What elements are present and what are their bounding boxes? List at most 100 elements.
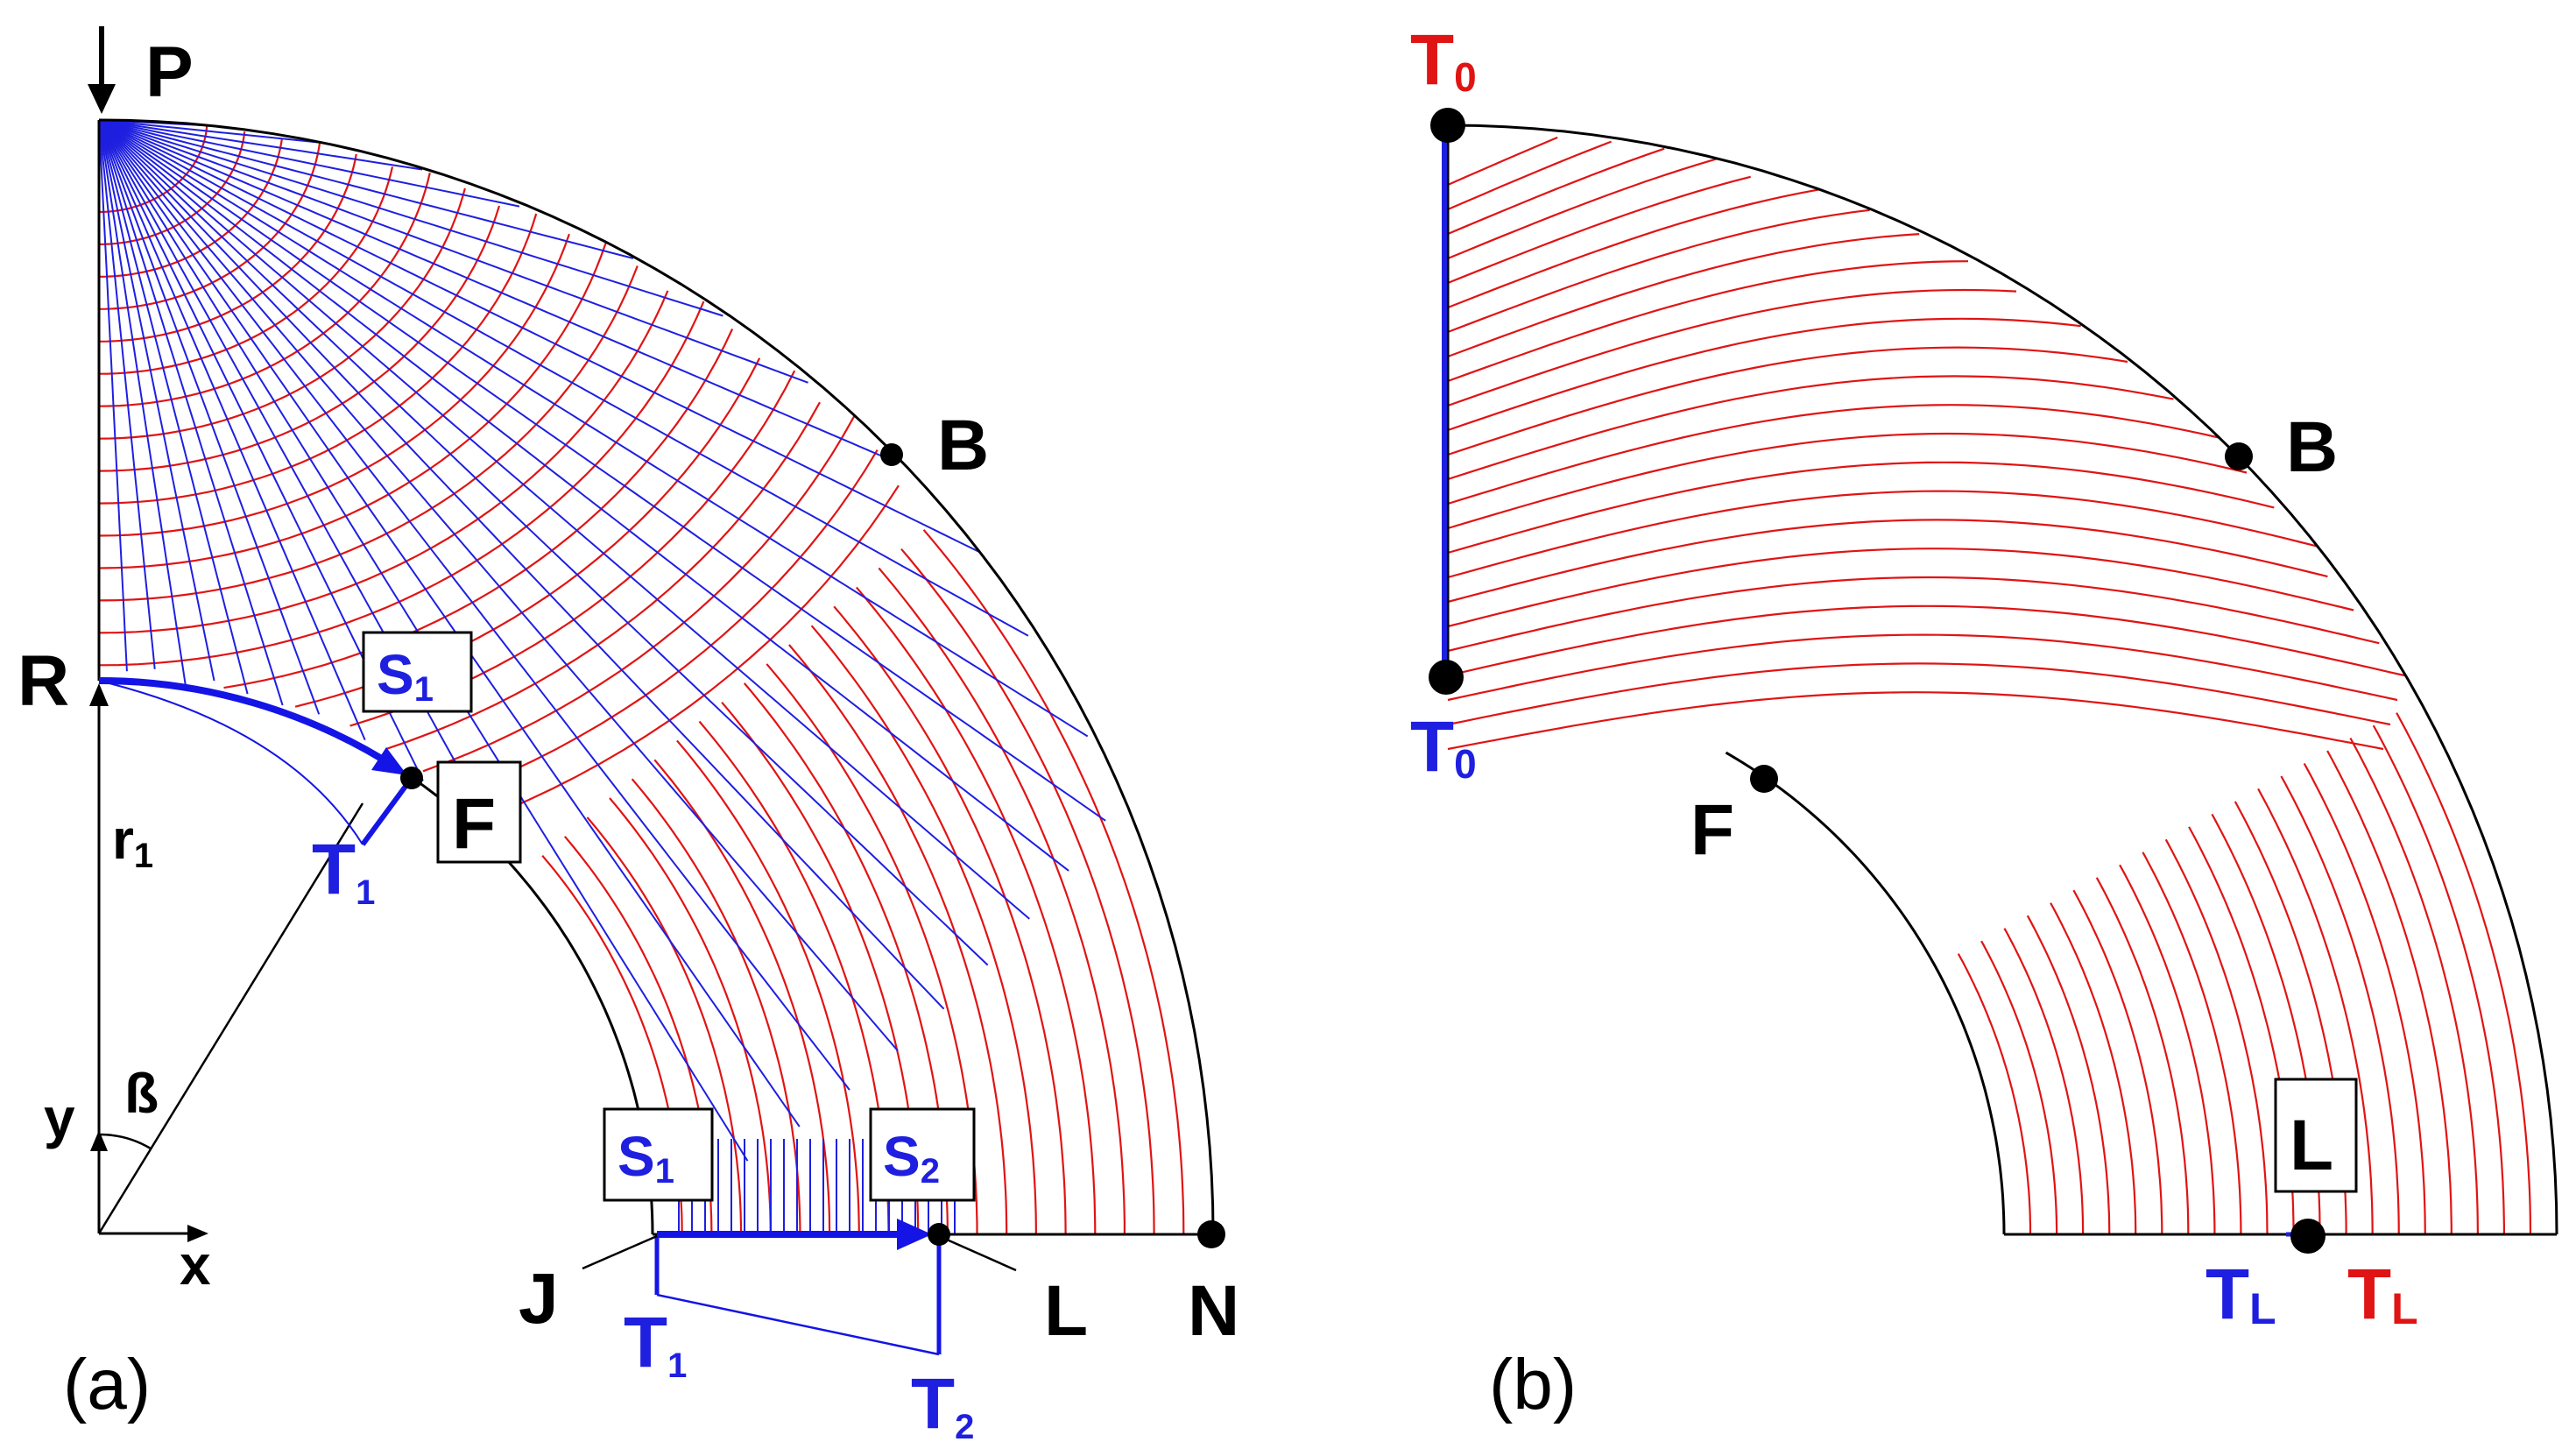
red-curve [1447,548,2354,628]
label-n: N [1188,1271,1239,1351]
load-arrow-head [88,84,116,114]
red-curve [1447,432,2248,530]
blue-curve [98,119,634,259]
blue-curve [98,119,284,706]
red-curve [98,172,431,407]
f-box [436,760,522,864]
red-ring [2119,864,2216,1234]
red-curve [98,131,246,245]
red-curve [98,242,607,569]
red-curve [385,401,821,751]
panel-a-blue-curves [98,119,1106,1234]
red-curve [223,329,734,689]
blue-curve [98,119,850,1091]
red-ring [2349,737,2479,1235]
red-curve [1447,209,1870,334]
red-ring [2326,750,2452,1234]
red-ring [810,625,1037,1235]
red-curve [98,138,283,278]
outer-arc [98,118,1215,1235]
point-n-dot [1197,1220,1225,1248]
panel-b-red-curves [1447,136,2532,1235]
blue-curve [98,119,888,460]
blue-curve [98,119,808,384]
red-curve [422,415,856,773]
red-curve [98,125,208,214]
x-axis-arrowhead [187,1225,208,1242]
red-ring [2003,928,2085,1234]
label-r: R [18,641,69,721]
red-ring [1980,940,2058,1234]
label-tl-blue: TL [2205,1255,2276,1334]
red-curve [1447,288,2017,407]
blue-curve [98,119,1106,822]
blue-curve [98,119,249,695]
blue-curve [98,119,507,853]
red-ring [2095,877,2190,1234]
label-p: P [145,32,194,112]
path-s1-arc [98,677,401,773]
path-t1-t2-link [656,1293,940,1356]
red-curve [1447,158,1718,260]
red-curve [462,449,879,793]
red-curve [98,300,705,667]
point-f-dot-b [1750,765,1778,793]
label-t1-left: T1 [312,830,375,912]
red-ring [609,797,772,1234]
red-ring [2257,788,2374,1235]
red-curve [1447,188,1820,309]
label-s1-top: S1 [377,643,434,709]
red-curve [1447,633,2398,702]
red-curve [1447,691,2384,751]
label-f: F [452,784,496,864]
blue-curve [98,119,723,317]
red-curve [1447,175,1751,285]
red-ring [586,816,743,1235]
panel-a [88,26,1225,1356]
red-ring [2072,889,2163,1234]
l-box [2274,1078,2358,1193]
red-ring [676,739,860,1235]
label-l-b: L [2290,1106,2333,1185]
red-curve [477,484,900,823]
red-curve [1447,140,1613,211]
blue-curve [98,119,989,966]
radius-line [97,802,364,1234]
red-ring [2050,902,2137,1234]
blue-curve [98,119,520,208]
red-curve [1447,404,2220,505]
path-t1-segment [360,776,414,846]
path-t1-curve [98,680,363,845]
label-x: x [180,1233,211,1297]
red-curve [1447,317,2081,432]
red-curve [1447,260,1969,383]
red-curve [1447,461,2275,555]
red-curve [98,143,321,310]
beta-angle-arc [98,1133,152,1150]
blue-curve [98,119,128,672]
label-j: J [519,1259,559,1339]
red-ring [2396,712,2532,1235]
blue-curve [98,119,1029,637]
point-l-dot [928,1223,950,1246]
blue-curve [98,119,321,715]
blue-curve [98,119,980,554]
panel-a-tag: (a) [63,1345,151,1424]
blue-curve [98,119,1030,920]
red-ring [2164,838,2269,1235]
panel-b-tag: (b) [1489,1345,1577,1424]
blue-curve [98,119,899,1051]
red-curve [1447,147,1665,236]
red-ring [878,567,1126,1234]
label-t2: T2 [911,1364,974,1446]
blue-curve [98,119,215,682]
blue-curve [98,119,945,1010]
red-curve [1447,346,2128,456]
label-tl-red: TL [2347,1255,2418,1334]
blue-curve [98,119,156,669]
label-y: y [44,1086,75,1149]
s1-top-box [362,631,473,713]
red-ring [1957,953,2032,1234]
r1-arrowhead [89,683,109,706]
inner-arc [1725,751,2006,1235]
